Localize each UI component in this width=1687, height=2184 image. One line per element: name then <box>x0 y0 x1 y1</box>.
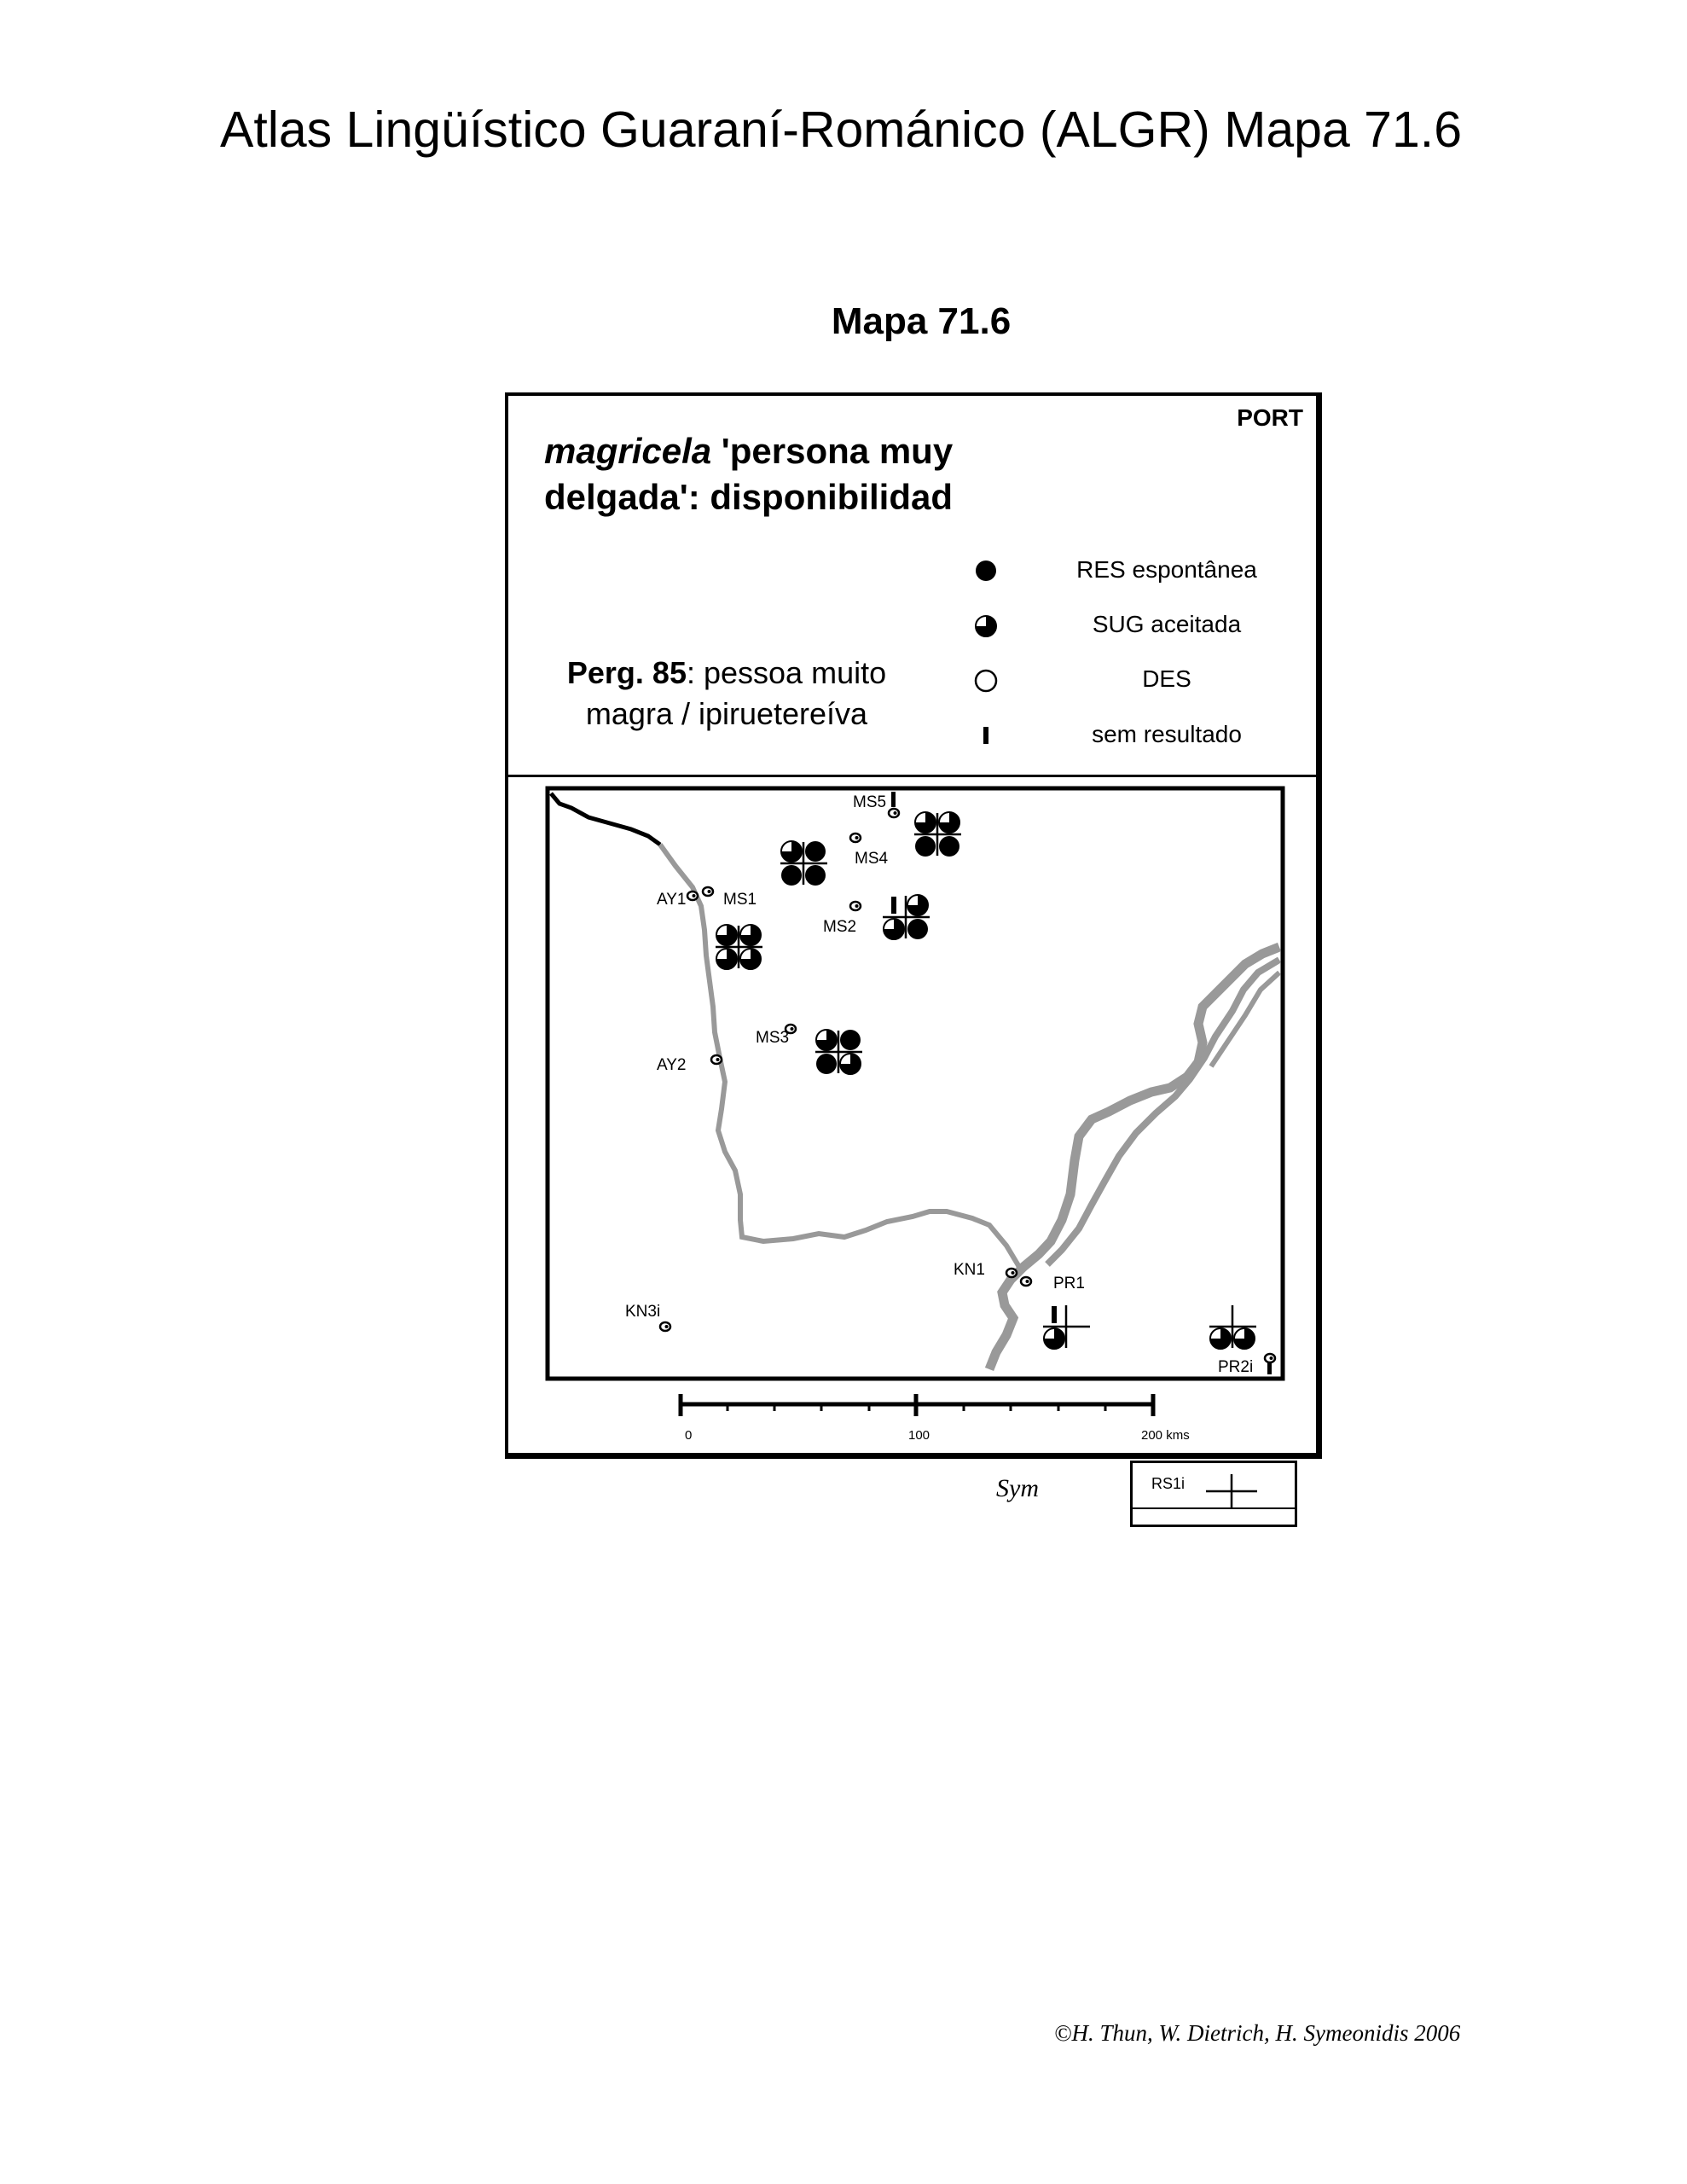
cluster-ms2 <box>883 894 930 940</box>
cluster-ms1 <box>716 924 762 970</box>
scale-label-200: 200 kms <box>1141 1428 1190 1443</box>
point-ms2 <box>849 900 862 912</box>
region-code: PORT <box>1237 404 1303 431</box>
point-ms5 <box>887 807 901 819</box>
legend-label-des: DES <box>1142 665 1191 692</box>
theme-line2: delgada': disponibilidad <box>544 477 954 517</box>
sym-label: Sym <box>996 1474 1039 1502</box>
label-kn3i: KN3i <box>625 1303 660 1321</box>
point-kn1 <box>1005 1267 1018 1279</box>
ms5-bar <box>891 792 896 807</box>
sym-box: RS1i <box>1130 1461 1297 1527</box>
question-line2: magra / ipiruetereíva <box>585 696 868 731</box>
label-pr2i: PR2i <box>1218 1358 1253 1376</box>
point-ay1 <box>686 890 699 902</box>
pr2i-bar <box>1267 1362 1272 1374</box>
point-ms4 <box>849 832 862 844</box>
legend-label-none: sem resultado <box>1092 721 1242 747</box>
label-rs1i: RS1i <box>1151 1475 1186 1492</box>
cluster-ms5 <box>914 811 961 857</box>
border-line <box>549 792 662 847</box>
label-pr1: PR1 <box>1053 1275 1085 1292</box>
label-ay1: AY1 <box>657 891 687 909</box>
cluster-pr2i <box>1209 1305 1256 1350</box>
map-frame <box>505 392 1322 1459</box>
river-tributary <box>1209 970 1282 1068</box>
sym-box-divider <box>1133 1507 1295 1509</box>
point-ms1-dot <box>701 886 715 897</box>
label-ms2: MS2 <box>823 918 856 936</box>
river-paraguay <box>658 843 1022 1269</box>
label-kn1: KN1 <box>954 1261 985 1279</box>
cluster-pr1 <box>1043 1305 1090 1350</box>
point-ay2 <box>710 1054 723 1066</box>
river-parana <box>984 942 1282 1372</box>
header-divider <box>508 775 1316 777</box>
legend-symbol-empty-circle <box>974 669 998 693</box>
legend-symbol-three-quarter <box>975 615 997 637</box>
copyright: ©H. Thun, W. Dietrich, H. Symeonidis 200… <box>1054 2020 1461 2046</box>
label-ms1: MS1 <box>723 891 757 909</box>
map-heading: Mapa 71.6 <box>831 300 1012 342</box>
theme-word: magricela <box>544 431 712 471</box>
river-branch <box>1045 956 1282 1267</box>
question: Perg. 85: pessoa muito magra / ipirueter… <box>548 653 906 735</box>
scale-bar <box>678 1394 1156 1416</box>
question-line1: : pessoa muito <box>686 655 887 690</box>
label-ms3: MS3 <box>756 1029 789 1047</box>
point-kn3i <box>658 1321 672 1333</box>
cluster-ms3 <box>815 1029 862 1075</box>
page-title: Atlas Lingüístico Guaraní-Románico (ALGR… <box>220 102 1463 158</box>
point-pr2i <box>1263 1352 1277 1364</box>
label-ay2: AY2 <box>657 1056 687 1074</box>
scale-label-100: 100 <box>908 1428 930 1443</box>
legend-label-res: RES espontânea <box>1076 556 1257 583</box>
scale-label-0: 0 <box>685 1428 693 1443</box>
legend-symbol-full-circle <box>976 561 996 581</box>
map-theme: magricela 'persona muy delgada': disponi… <box>544 428 953 520</box>
label-ms5: MS5 <box>853 793 886 811</box>
legend-label-sug: SUG aceitada <box>1092 611 1242 637</box>
rs1i-symbol <box>1206 1474 1257 1508</box>
map-inner-frame <box>545 786 1285 1381</box>
question-number: Perg. 85 <box>566 655 687 690</box>
point-pr1 <box>1019 1275 1033 1287</box>
legend-symbol-bar <box>983 727 988 744</box>
theme-line1: 'persona muy <box>711 431 954 471</box>
label-ms4: MS4 <box>855 850 889 868</box>
cluster-ms4 <box>780 840 827 886</box>
